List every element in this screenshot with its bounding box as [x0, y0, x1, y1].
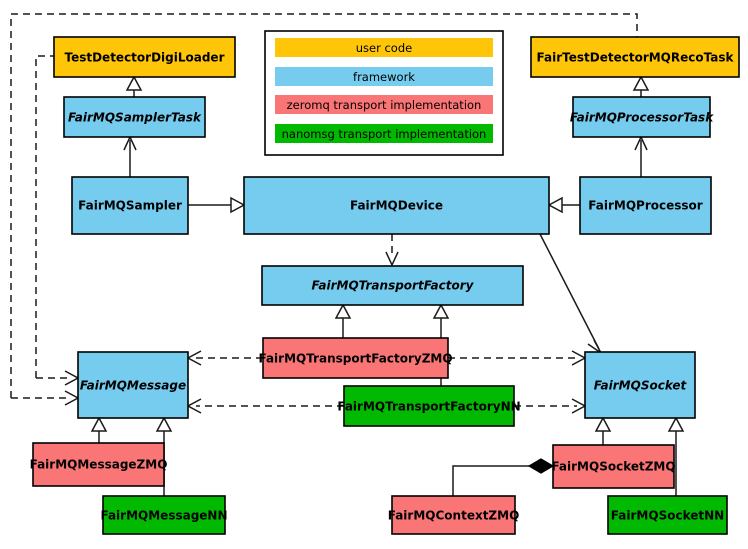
node-fairmqsocketnn[interactable]: FairMQSocketNN — [607, 495, 728, 535]
node-fairmqprocessortask[interactable]: FairMQProcessorTask — [570, 96, 714, 138]
node-testdetectordigiloader[interactable]: TestDetectorDigiLoader — [53, 36, 236, 78]
edge-transportfactoryzmq-to-transportfactory — [334, 303, 352, 338]
node-fairmqmessagezmq[interactable]: FairMQMessageZMQ — [30, 442, 168, 487]
node-fairmqsamplertask[interactable]: FairMQSamplerTask — [63, 96, 206, 138]
edge-samplertask-to-digiloader — [125, 75, 143, 97]
legend-item-zeromq: zeromq transport implementation — [275, 95, 493, 114]
node-fairmqcontextzmq[interactable]: FairMQContextZMQ — [388, 495, 520, 535]
node-fairmqtransportfactoryzmq[interactable]: FairMQTransportFactoryZMQ — [258, 337, 453, 379]
node-fairmqtransportfactorynn[interactable]: FairMQTransportFactoryNN — [337, 385, 521, 427]
node-fairmqsampler[interactable]: FairMQSampler — [71, 176, 189, 235]
edge-socketnn-to-socket — [667, 416, 685, 496]
legend-swatch-nanomsg — [275, 124, 493, 143]
edge-socketzmq-to-socket — [594, 416, 612, 445]
edge-messagezmq-to-message — [90, 416, 108, 443]
color-legend: user code framework zeromq transport imp… — [264, 30, 504, 156]
node-fairmqmessage[interactable]: FairMQMessage — [77, 351, 189, 419]
node-fairmqdevice[interactable]: FairMQDevice — [243, 176, 550, 235]
edge-socketzmq-composition-contextzmq — [452, 458, 555, 496]
node-fairmqtransportfactory[interactable]: FairMQTransportFactory — [261, 265, 524, 306]
edge-sampler-to-device — [188, 196, 246, 214]
edge-sampler-to-samplertask — [123, 135, 137, 177]
legend-swatch-framework — [275, 67, 493, 86]
package-boundary-inner — [35, 55, 54, 378]
edge-processortask-to-recotask — [632, 75, 650, 97]
edge-transportfactoryzmq-to-message — [186, 350, 263, 366]
node-fairmqmessagenn[interactable]: FairMQMessageNN — [100, 495, 228, 535]
node-fairmqprocessor[interactable]: FairMQProcessor — [579, 176, 712, 235]
legend-swatch-user-code — [275, 38, 493, 57]
node-fairtestdetectormqrecotask[interactable]: FairTestDetectorMQRecoTask — [530, 36, 740, 78]
edge-boundary-inner-to-message — [36, 370, 80, 386]
edge-transportfactorynn-to-message — [186, 398, 344, 414]
node-fairmqsocketzmq[interactable]: FairMQSocketZMQ — [551, 444, 676, 489]
edge-transportfactoryzmq-to-socket — [448, 350, 587, 366]
legend-swatch-zeromq — [275, 95, 493, 114]
legend-item-nanomsg: nanomsg transport implementation — [275, 124, 493, 143]
edge-processor-to-processortask — [634, 135, 648, 177]
legend-item-framework: framework — [275, 67, 493, 86]
edge-processor-to-device — [547, 196, 580, 214]
package-boundary-outer — [10, 13, 638, 398]
edge-device-to-socket — [539, 233, 602, 354]
node-fairmqsocket[interactable]: FairMQSocket — [584, 351, 696, 419]
legend-item-user-code: user code — [275, 38, 493, 57]
edge-boundary-outer-to-message — [11, 390, 80, 406]
edge-transportfactorynn-to-socket — [514, 398, 587, 414]
edge-device-to-transportfactory — [385, 234, 399, 267]
